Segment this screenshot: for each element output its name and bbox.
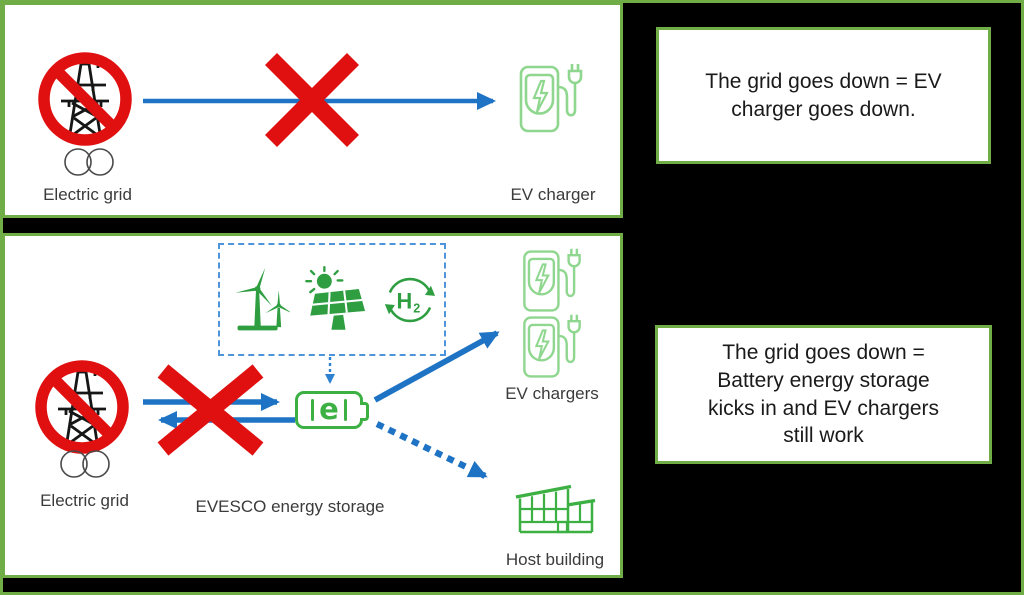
panel-grid-lines [312, 289, 363, 314]
electric-grid-down-icon [38, 52, 132, 146]
top-callout-text: The grid goes down = EV charger goes dow… [705, 69, 942, 121]
plug-icon [567, 314, 581, 334]
blocked-flow-graphics [143, 52, 496, 148]
hydrogen-subscript-text: 2 [413, 301, 420, 315]
bottom-callout-box: The grid goes down = Battery energy stor… [655, 325, 992, 464]
red-cross-icon [157, 364, 264, 456]
hydrogen-symbol-text: H [397, 288, 413, 313]
prohibition-sign [38, 52, 132, 146]
top-panel: Electric grid EV charge [3, 3, 623, 218]
ev-charger-icon [519, 64, 583, 133]
lightning-bolt-icon [532, 79, 549, 113]
electric-grid-down-icon [35, 360, 129, 454]
solar-panel-sun-icon [305, 265, 366, 330]
evesco-logo-letter: e [319, 391, 339, 426]
evesco-storage-label: EVESCO energy storage [195, 497, 385, 516]
lightning-bolt-icon [534, 263, 550, 294]
transformer-icon [64, 148, 114, 176]
ev-charger-label: EV charger [510, 185, 596, 204]
ev-charger-icon [523, 248, 581, 312]
bottom-callout-text: The grid goes down = Battery energy stor… [707, 340, 940, 448]
bottom-panel: H 2 Electric grid [3, 233, 623, 578]
battery-cell-bar [311, 399, 315, 421]
plug-icon [567, 248, 581, 268]
plug-icon [567, 64, 583, 85]
lightning-bolt-icon [534, 329, 550, 360]
battery-to-building-dotted-arrow [375, 421, 488, 479]
evesco-battery-icon: e [295, 391, 369, 429]
charger-cable [557, 83, 577, 117]
door [556, 520, 569, 534]
energy-flow-graphics [143, 330, 500, 479]
red-cross-icon [264, 52, 360, 148]
charger-cable [558, 332, 576, 364]
charger-cable [558, 266, 576, 298]
wind-turbines-icon [235, 267, 291, 330]
battery-terminal [360, 402, 369, 421]
electric-grid-label: Electric grid [40, 491, 129, 510]
ev-chargers-label: EV chargers [505, 384, 599, 403]
hydrogen-icon: H 2 [384, 277, 436, 322]
host-building-icon [515, 484, 596, 534]
prohibition-sign [35, 360, 129, 454]
electric-grid-label: Electric grid [43, 185, 132, 204]
battery-to-chargers-arrow [373, 330, 500, 403]
top-callout-box: The grid goes down = EV charger goes dow… [656, 27, 991, 164]
battery-cell-bar [343, 399, 347, 421]
transformer-icon [60, 450, 110, 478]
ev-charger-icon [523, 314, 581, 378]
renewable-sources-box: H 2 [218, 243, 446, 356]
host-building-label: Host building [505, 550, 605, 569]
sun-rays [305, 265, 344, 293]
